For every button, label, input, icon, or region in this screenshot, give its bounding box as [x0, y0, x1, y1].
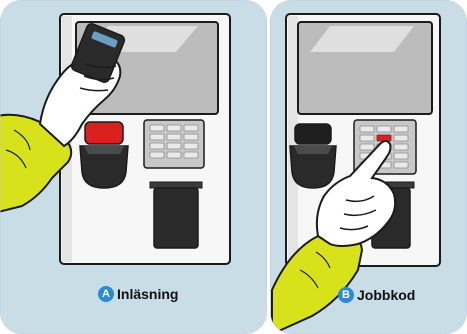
- panel-b: [270, 0, 467, 334]
- panel-a: [0, 0, 267, 334]
- caption-b-label: Jobbkod: [357, 287, 415, 303]
- keypad-a: [144, 120, 204, 168]
- pressed-key: [377, 135, 391, 141]
- badge-b: B: [338, 287, 354, 303]
- caption-jobbkod: B Jobbkod: [338, 287, 415, 303]
- card-reader-b: [290, 124, 336, 188]
- printer-slot-a: [150, 182, 202, 248]
- card-reader-a: [80, 122, 128, 188]
- caption-a-label: Inläsning: [117, 286, 178, 302]
- badge-a: A: [98, 286, 114, 302]
- caption-inlasning: A Inläsning: [98, 286, 178, 302]
